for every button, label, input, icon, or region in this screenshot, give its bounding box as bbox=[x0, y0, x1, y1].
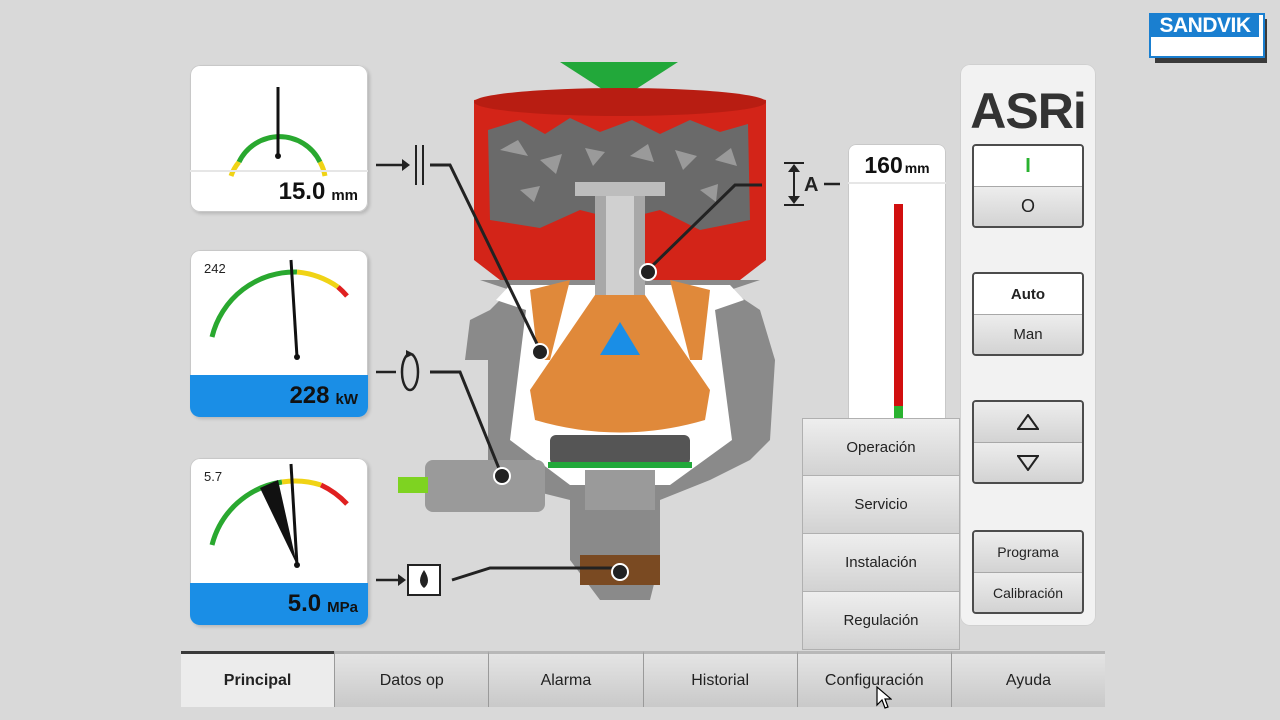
menu-item-instalacion[interactable]: Instalación bbox=[802, 534, 960, 592]
pressure-gauge: 5.7 5.0 MPa bbox=[190, 458, 368, 625]
rotation-icon bbox=[376, 350, 420, 392]
pressure-needle bbox=[289, 463, 299, 566]
rock-fill bbox=[488, 118, 750, 230]
on-label: I bbox=[1025, 154, 1031, 177]
off-button[interactable]: O bbox=[974, 186, 1082, 226]
pressure-gauge-dial bbox=[209, 463, 349, 568]
power-unit: kW bbox=[335, 390, 359, 408]
a-dimension-label: A bbox=[804, 174, 818, 196]
power-value-box: 228 kW bbox=[190, 375, 368, 417]
menu-item-servicio[interactable]: Servicio bbox=[802, 476, 960, 534]
man-button[interactable]: Man bbox=[974, 314, 1082, 354]
program-group: Programa Calibración bbox=[972, 530, 1084, 614]
triangle-up-icon bbox=[1017, 414, 1039, 430]
pressure-max-label: 5.7 bbox=[204, 469, 223, 484]
mantle-up-icon bbox=[600, 322, 640, 355]
power-value: 228 bbox=[289, 382, 330, 409]
gap-setting-icon bbox=[376, 145, 424, 185]
power-gauge-dial bbox=[209, 259, 349, 360]
adjust-group bbox=[972, 400, 1084, 484]
asri-title: ASRi bbox=[970, 83, 1086, 139]
power-needle bbox=[289, 259, 299, 358]
tab-configuracion[interactable]: Configuración bbox=[796, 651, 951, 707]
sandvik-logo: SANDVIK bbox=[1149, 13, 1267, 63]
pressure-value-box: 5.0 MPa bbox=[190, 583, 368, 625]
mode-group: Auto Man bbox=[972, 272, 1084, 356]
configuration-menu: Operación Servicio Instalación Regulació… bbox=[802, 418, 960, 650]
pressure-value: 5.0 bbox=[287, 590, 322, 617]
auto-button[interactable]: Auto bbox=[974, 274, 1082, 314]
setpoint-level-bar bbox=[894, 204, 903, 420]
power-max-label: 242 bbox=[204, 261, 226, 276]
oil-tank-icon bbox=[376, 564, 441, 596]
asri-control-panel: ASRi I O Auto Man Programa Calibración bbox=[960, 64, 1096, 626]
tab-historial[interactable]: Historial bbox=[642, 651, 797, 707]
on-button[interactable]: I bbox=[974, 146, 1082, 186]
cone-crusher-illustration: A bbox=[376, 62, 840, 600]
menu-item-operacion[interactable]: Operación bbox=[802, 418, 960, 476]
css-value-box: 15.0 mm bbox=[190, 170, 368, 212]
pressure-peak-marker bbox=[260, 480, 297, 565]
feed-arrow-icon bbox=[560, 62, 678, 100]
power-gauge: 242 228 kW bbox=[190, 250, 368, 417]
tab-datos-op[interactable]: Datos op bbox=[334, 651, 489, 707]
on-off-group: I O bbox=[972, 144, 1084, 228]
mouse-cursor-icon bbox=[876, 686, 892, 709]
off-label: O bbox=[1020, 196, 1035, 216]
pressure-unit: MPa bbox=[327, 598, 358, 616]
css-gauge-dial bbox=[228, 87, 328, 177]
logo-text: SANDVIK bbox=[1151, 15, 1259, 37]
tab-ayuda[interactable]: Ayuda bbox=[950, 651, 1106, 707]
setpoint-unit: mm bbox=[904, 160, 930, 176]
bottom-tab-bar: Principal Datos op Alarma Historial Conf… bbox=[181, 651, 1106, 707]
up-button[interactable] bbox=[974, 402, 1082, 442]
setpoint-level-fill bbox=[894, 406, 903, 420]
calibration-button[interactable]: Calibración bbox=[974, 572, 1082, 612]
menu-item-regulacion[interactable]: Regulación bbox=[802, 592, 960, 650]
setpoint-value: 160 bbox=[864, 152, 903, 178]
a-dimension-icon: A bbox=[784, 162, 840, 206]
css-unit: mm bbox=[331, 186, 358, 204]
program-button[interactable]: Programa bbox=[974, 532, 1082, 572]
css-gauge: 15.0 mm bbox=[190, 65, 368, 212]
down-button[interactable] bbox=[974, 442, 1082, 482]
mantle bbox=[530, 295, 710, 433]
tab-alarma[interactable]: Alarma bbox=[488, 651, 643, 707]
triangle-down-icon bbox=[1017, 454, 1039, 471]
css-value: 15.0 bbox=[278, 178, 326, 205]
tab-principal[interactable]: Principal bbox=[181, 651, 335, 707]
